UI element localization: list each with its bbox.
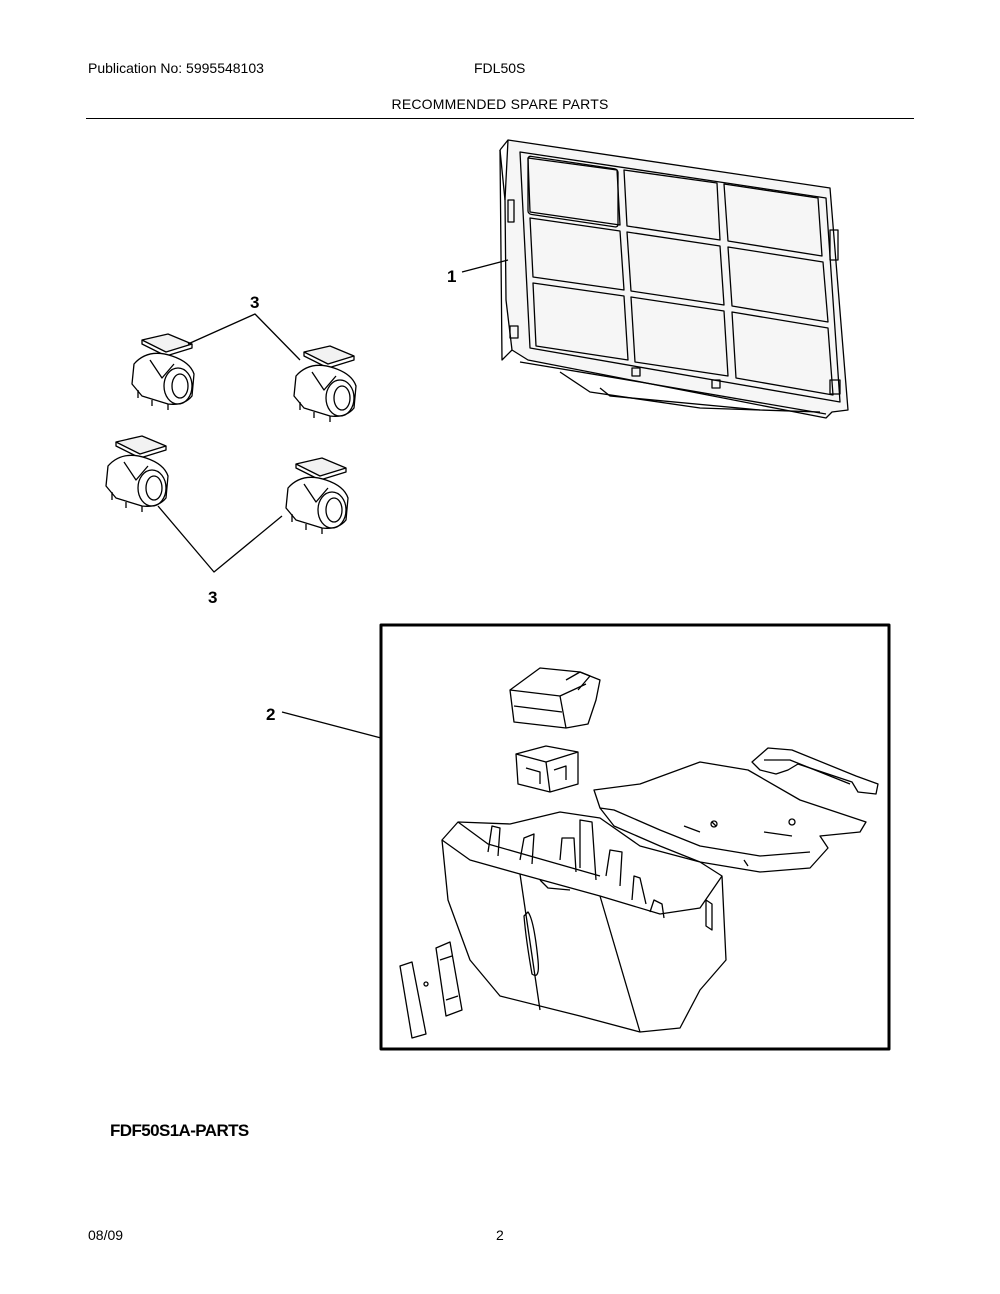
figure-identifier: FDF50S1A-PARTS — [110, 1121, 249, 1140]
header-divider — [86, 118, 914, 119]
callout-3-top: 3 — [250, 293, 259, 312]
model-number: FDL50S — [474, 60, 526, 76]
air-filter-drawing — [461, 139, 849, 419]
publication-date: 08/09 — [88, 1227, 124, 1243]
callout-2: 2 — [266, 705, 275, 724]
publication-number: Publication No: 5995548103 — [88, 60, 264, 76]
callout-1: 1 — [447, 267, 456, 286]
callout-3-bottom: 3 — [208, 588, 217, 607]
water-bucket-drawing — [281, 623, 891, 1051]
caster-wheel-drawing — [105, 313, 357, 573]
page-number: 2 — [496, 1227, 504, 1243]
section-title: RECOMMENDED SPARE PARTS — [391, 96, 609, 112]
